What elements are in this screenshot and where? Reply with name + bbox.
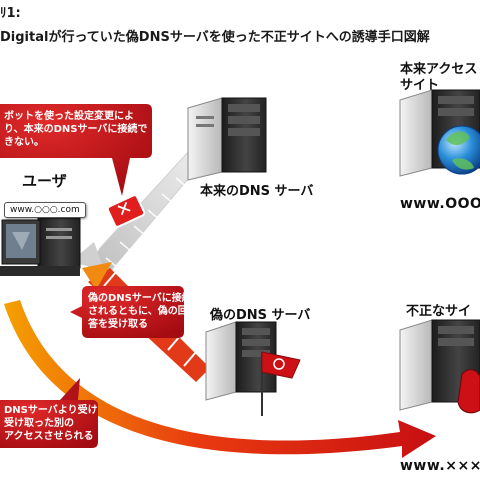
real-dns-label: 本来のDNS サーバ [200,184,314,199]
malware-callout-text: ボットを使った設定変更によ り、本来のDNSサーバに接続で きない。 [4,111,148,148]
fake-dns-server [205,321,277,401]
real-site-label: 本来アクセス サイト [400,62,478,93]
redirect-callout-bubble [0,378,98,448]
user-label: ユーザ [22,172,67,190]
blocked-marker [106,194,146,228]
fraud-site-label: 不正なサイ [406,304,472,319]
fake-dns-callout-bubble [70,286,184,338]
globe-icon [437,125,480,175]
real-site-url: www.OOO. [400,196,480,212]
biohazard-flag [261,351,301,416]
real-dns-server [187,97,267,181]
user-computer [0,217,81,276]
user-url-bar: www.○○○.com [4,202,86,218]
figure-title: Digitalが行っていた偽DNSサーバを使った不正サイトへの誘導手口図解 [0,30,430,45]
fake-dns-label: 偽のDNS サーバ [210,308,311,323]
malware-callout-bubble [0,104,152,196]
figure-number: ﾘ1: [0,6,21,21]
fraud-site-url: www.×××. [400,458,480,474]
fraud-marker [457,369,480,414]
redirect-arrow [4,300,436,458]
fake-dns-callout-text: 偽のDNSサーバに接続 されるともに、偽の回 答を受け取る [88,293,192,330]
redirect-callout-text: DNSサーバより受け 受け取った別の アクセスさせられる [4,405,98,442]
